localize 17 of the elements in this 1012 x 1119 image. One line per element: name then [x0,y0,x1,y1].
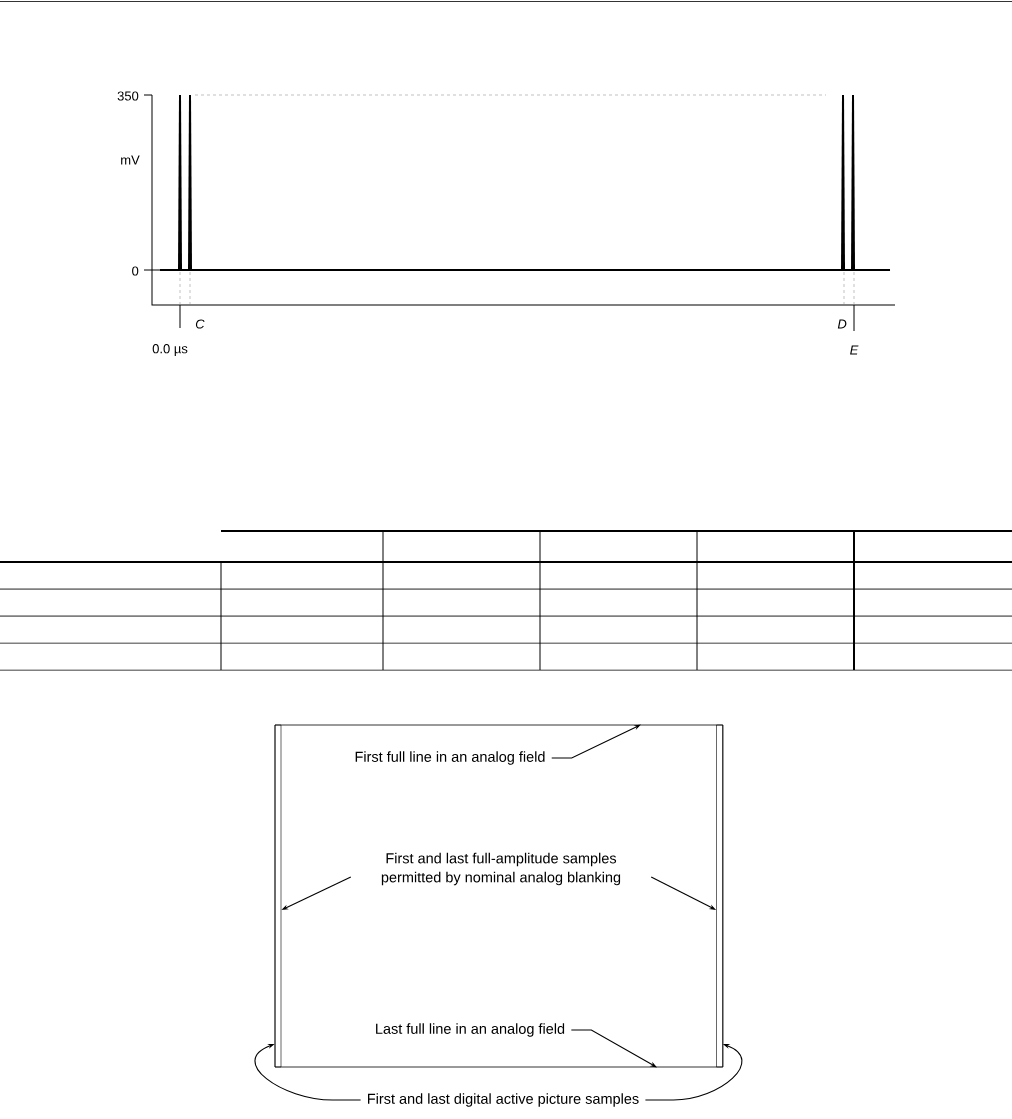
callout-text: First and last digital active picture samples [368,1093,639,1107]
callout-text: Last full line in an analog field [376,1023,565,1037]
leader-arrow [254,1044,362,1101]
time-marker-label: E [850,345,859,355]
callout-text: First and last full-amplitude samples permitted by nominal analog blanking [381,852,621,886]
leader-arrow [644,1044,743,1101]
sample-strip [716,724,723,1068]
axis-label: 0 [132,266,139,276]
time-marker-label: D [837,319,847,329]
callout-text: First full line in an analog field [355,751,545,765]
axis-label: 350 [117,91,139,101]
axis-label: mV [121,155,140,165]
sample-strip [274,724,282,1068]
time-marker-label: 0.0 µs [152,344,188,356]
leader-arrow [551,724,641,759]
time-marker-label: C [195,319,205,329]
leader-arrow [570,1029,657,1068]
